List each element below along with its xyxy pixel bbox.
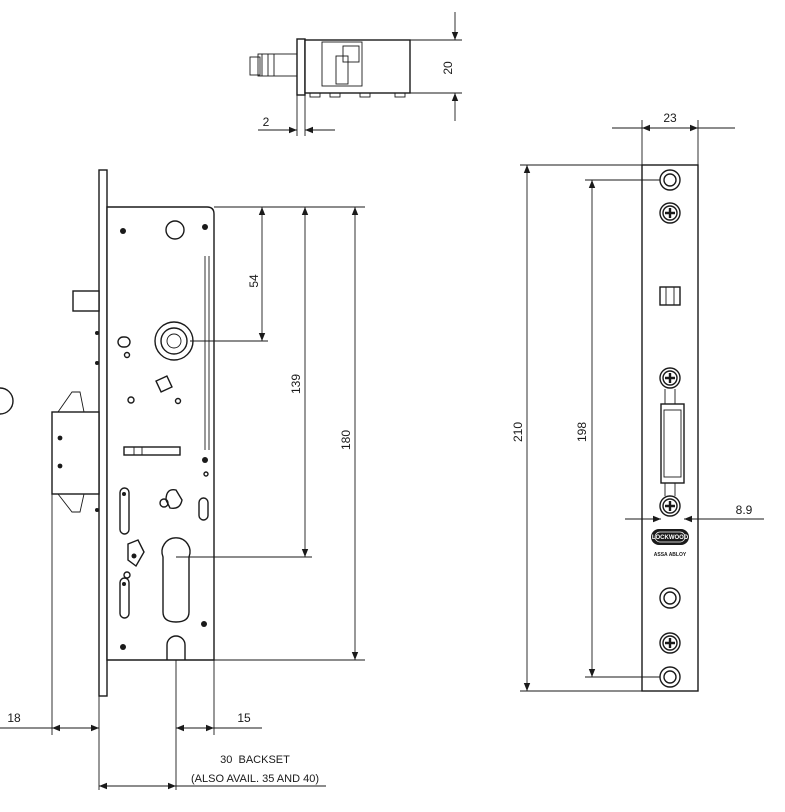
top-view <box>249 12 462 136</box>
brand-logo-text: LOCKWOOD <box>652 535 689 541</box>
dim-faceplate-offset: 18 <box>7 711 21 725</box>
dim-case-edge: 15 <box>237 711 251 725</box>
faceplate-front-view <box>520 120 764 692</box>
dim-top-height: 20 <box>441 61 455 75</box>
dim-top-offset: 2 <box>263 115 270 129</box>
lock-body-side-view <box>0 169 365 790</box>
dim-fixing-centers: 198 <box>575 422 589 442</box>
dim-backset: 30 BACKSET <box>220 754 290 766</box>
brand-maker-text: ASSA ABLOY <box>654 552 687 558</box>
dim-case-height: 180 <box>339 430 353 450</box>
dim-cylinder-to-top: 139 <box>289 374 303 394</box>
dim-backset-note: (ALSO AVAIL. 35 AND 40) <box>191 773 319 785</box>
dim-faceplate-length: 210 <box>511 422 525 442</box>
dim-faceplate-width: 23 <box>663 111 677 125</box>
dim-faceplate-thickness: 8.9 <box>736 503 753 517</box>
dim-cam-to-top: 54 <box>247 274 261 288</box>
